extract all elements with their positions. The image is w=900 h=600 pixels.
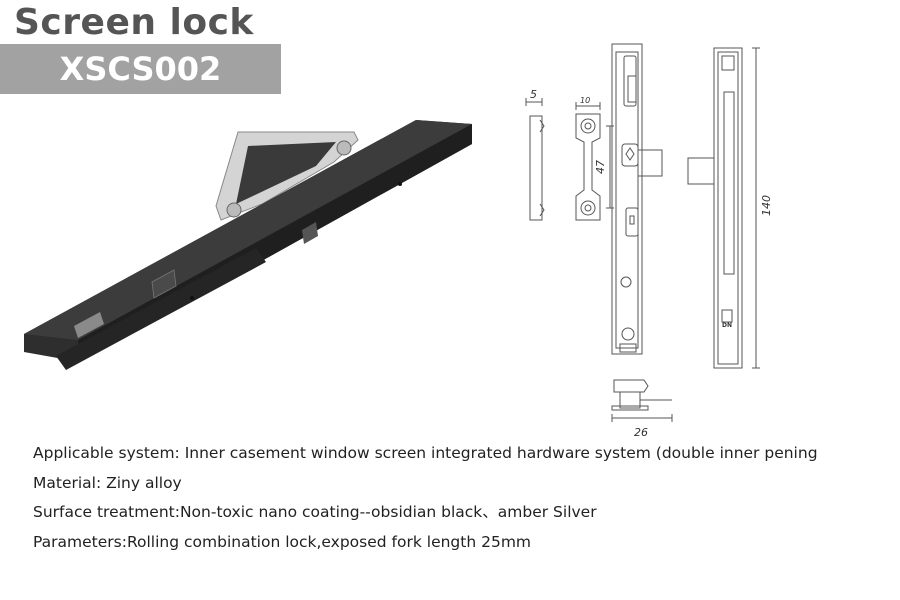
spec-list: Applicable system: Inner casement window…: [33, 442, 818, 560]
lock-body: [24, 120, 472, 370]
spec-surface-treatment: Surface treatment:Non-toxic nano coating…: [33, 503, 597, 521]
model-banner: XSCS002: [0, 44, 281, 94]
dim-140: 140: [760, 195, 773, 216]
technical-drawing: 5 10 47 140 26 DN: [525, 43, 773, 439]
side-profile: [525, 98, 545, 221]
model-number: XSCS002: [59, 50, 222, 88]
dim-47: 47: [594, 160, 607, 174]
dim-10: 10: [580, 96, 590, 105]
spec-applicable-system: Applicable system: Inner casement window…: [33, 444, 818, 462]
lock-front-view: [611, 43, 663, 355]
lock-bottom-view: [611, 379, 673, 422]
dim-26: 26: [634, 426, 648, 439]
page-title: Screen lock: [14, 2, 254, 43]
product-photo: [24, 120, 472, 370]
keeper-plate: [215, 131, 359, 221]
keeper-front: [575, 102, 614, 221]
front-mark: DN: [722, 322, 732, 329]
dim-5: 5: [530, 88, 537, 101]
spec-parameters: Parameters:Rolling combination lock,expo…: [33, 532, 532, 551]
spec-material: Material: Ziny alloy: [33, 473, 182, 492]
lock-side-view: [687, 47, 760, 369]
